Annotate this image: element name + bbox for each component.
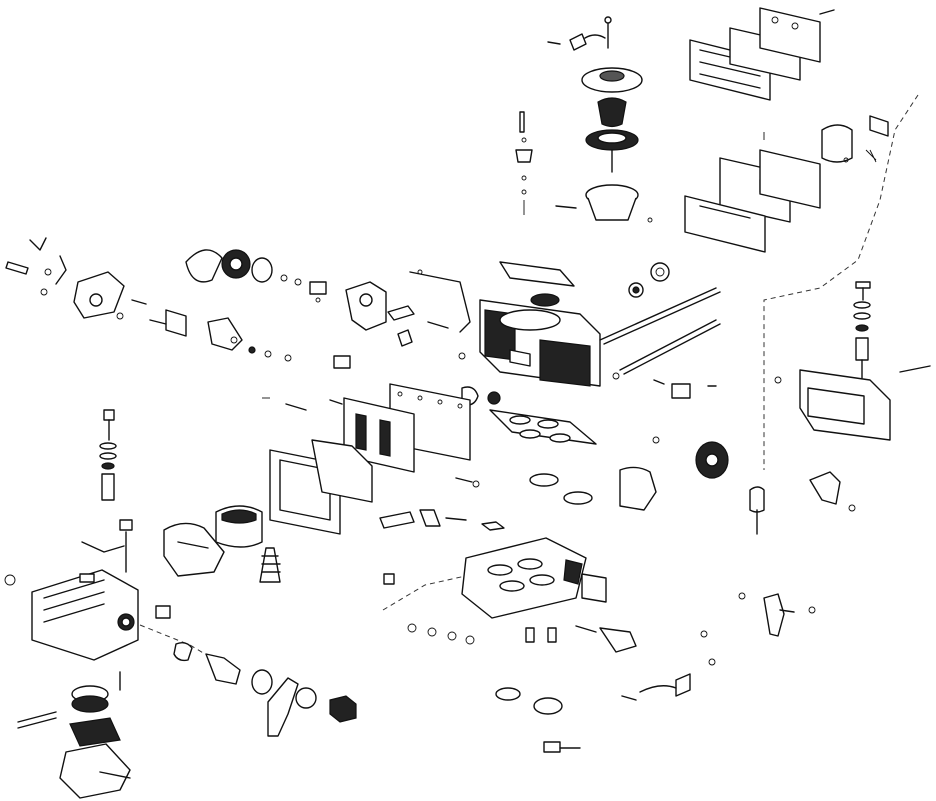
left-linkage-middle [207, 317, 351, 369]
float-bowl-right [774, 281, 931, 441]
fuel-bowl-right [821, 115, 889, 163]
throttle-shafts [599, 262, 721, 375]
fast-idle-linkage [379, 477, 505, 531]
secondary-diaphragm-assembly [547, 16, 653, 223]
accelerator-pump-cover [185, 249, 302, 286]
metering-block-middle [684, 132, 821, 253]
center-small-parts [461, 379, 717, 406]
left-fuel-bowl-stack [99, 409, 117, 501]
base-gasket [489, 409, 597, 445]
carburetor-main-body [458, 261, 620, 387]
throttle-plates-and-parts [383, 436, 729, 753]
bowl-gasket-left [269, 439, 373, 535]
choke-housing [309, 281, 387, 331]
metering-block-top [689, 7, 835, 101]
choke-pull-off [621, 630, 716, 701]
throttle-lever-center [387, 269, 471, 347]
fuel-inlet-parts [155, 605, 357, 737]
pump-valve-stack [515, 111, 533, 215]
metering-plate-left [262, 383, 471, 473]
throttle-body-base [461, 537, 607, 619]
float-assembly [163, 505, 281, 583]
needle-and-seat-left [17, 671, 131, 799]
left-linkage-upper [5, 237, 187, 337]
right-linkage-parts [738, 471, 856, 637]
secondary-bowl-housing [4, 519, 139, 661]
